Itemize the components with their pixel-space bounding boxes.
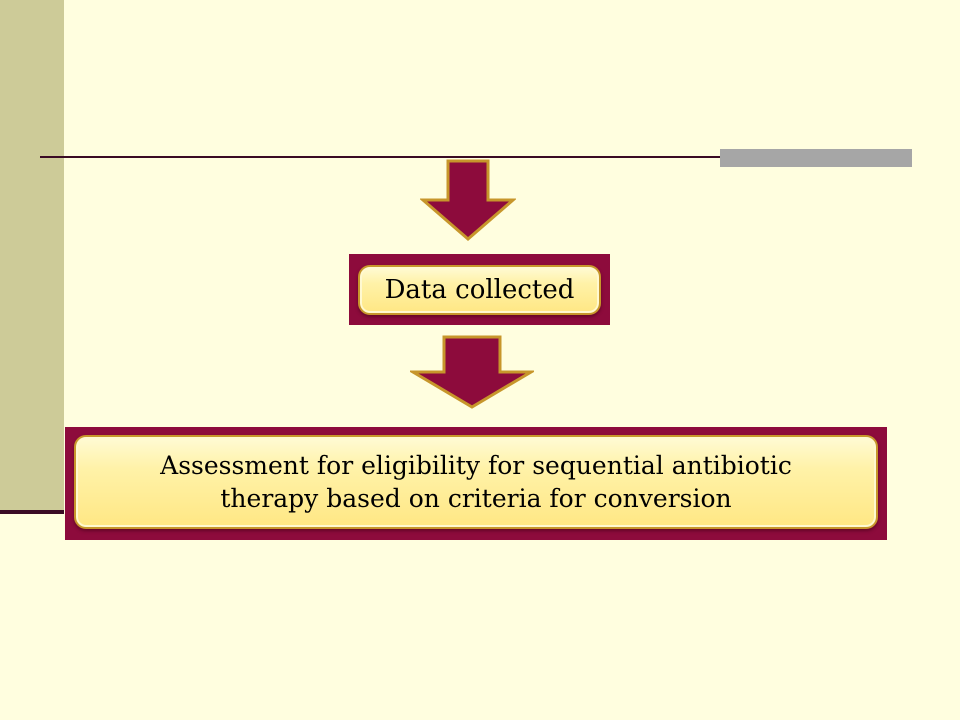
left-band-underline (0, 510, 64, 514)
down-arrow-1-shape (420, 159, 516, 241)
flow-box-assessment-line-2: therapy based on criteria for conversion (220, 484, 732, 513)
flow-box-assessment-label: Assessment for eligibility for sequentia… (74, 435, 878, 529)
flow-box-assessment: Assessment for eligibility for sequentia… (65, 427, 887, 540)
flow-box-assessment-line-1: Assessment for eligibility for sequentia… (160, 451, 792, 480)
flow-box-data-collected-text: Data collected (384, 275, 575, 305)
accent-gray-bar (720, 149, 912, 167)
down-arrow-2 (410, 335, 534, 409)
left-accent-band (0, 0, 64, 512)
title-divider-line (40, 156, 912, 158)
flow-box-data-collected-label: Data collected (358, 265, 601, 315)
flow-box-data-collected: Data collected (349, 254, 610, 325)
down-arrow-1 (420, 159, 516, 241)
down-arrow-2-shape (410, 335, 534, 409)
